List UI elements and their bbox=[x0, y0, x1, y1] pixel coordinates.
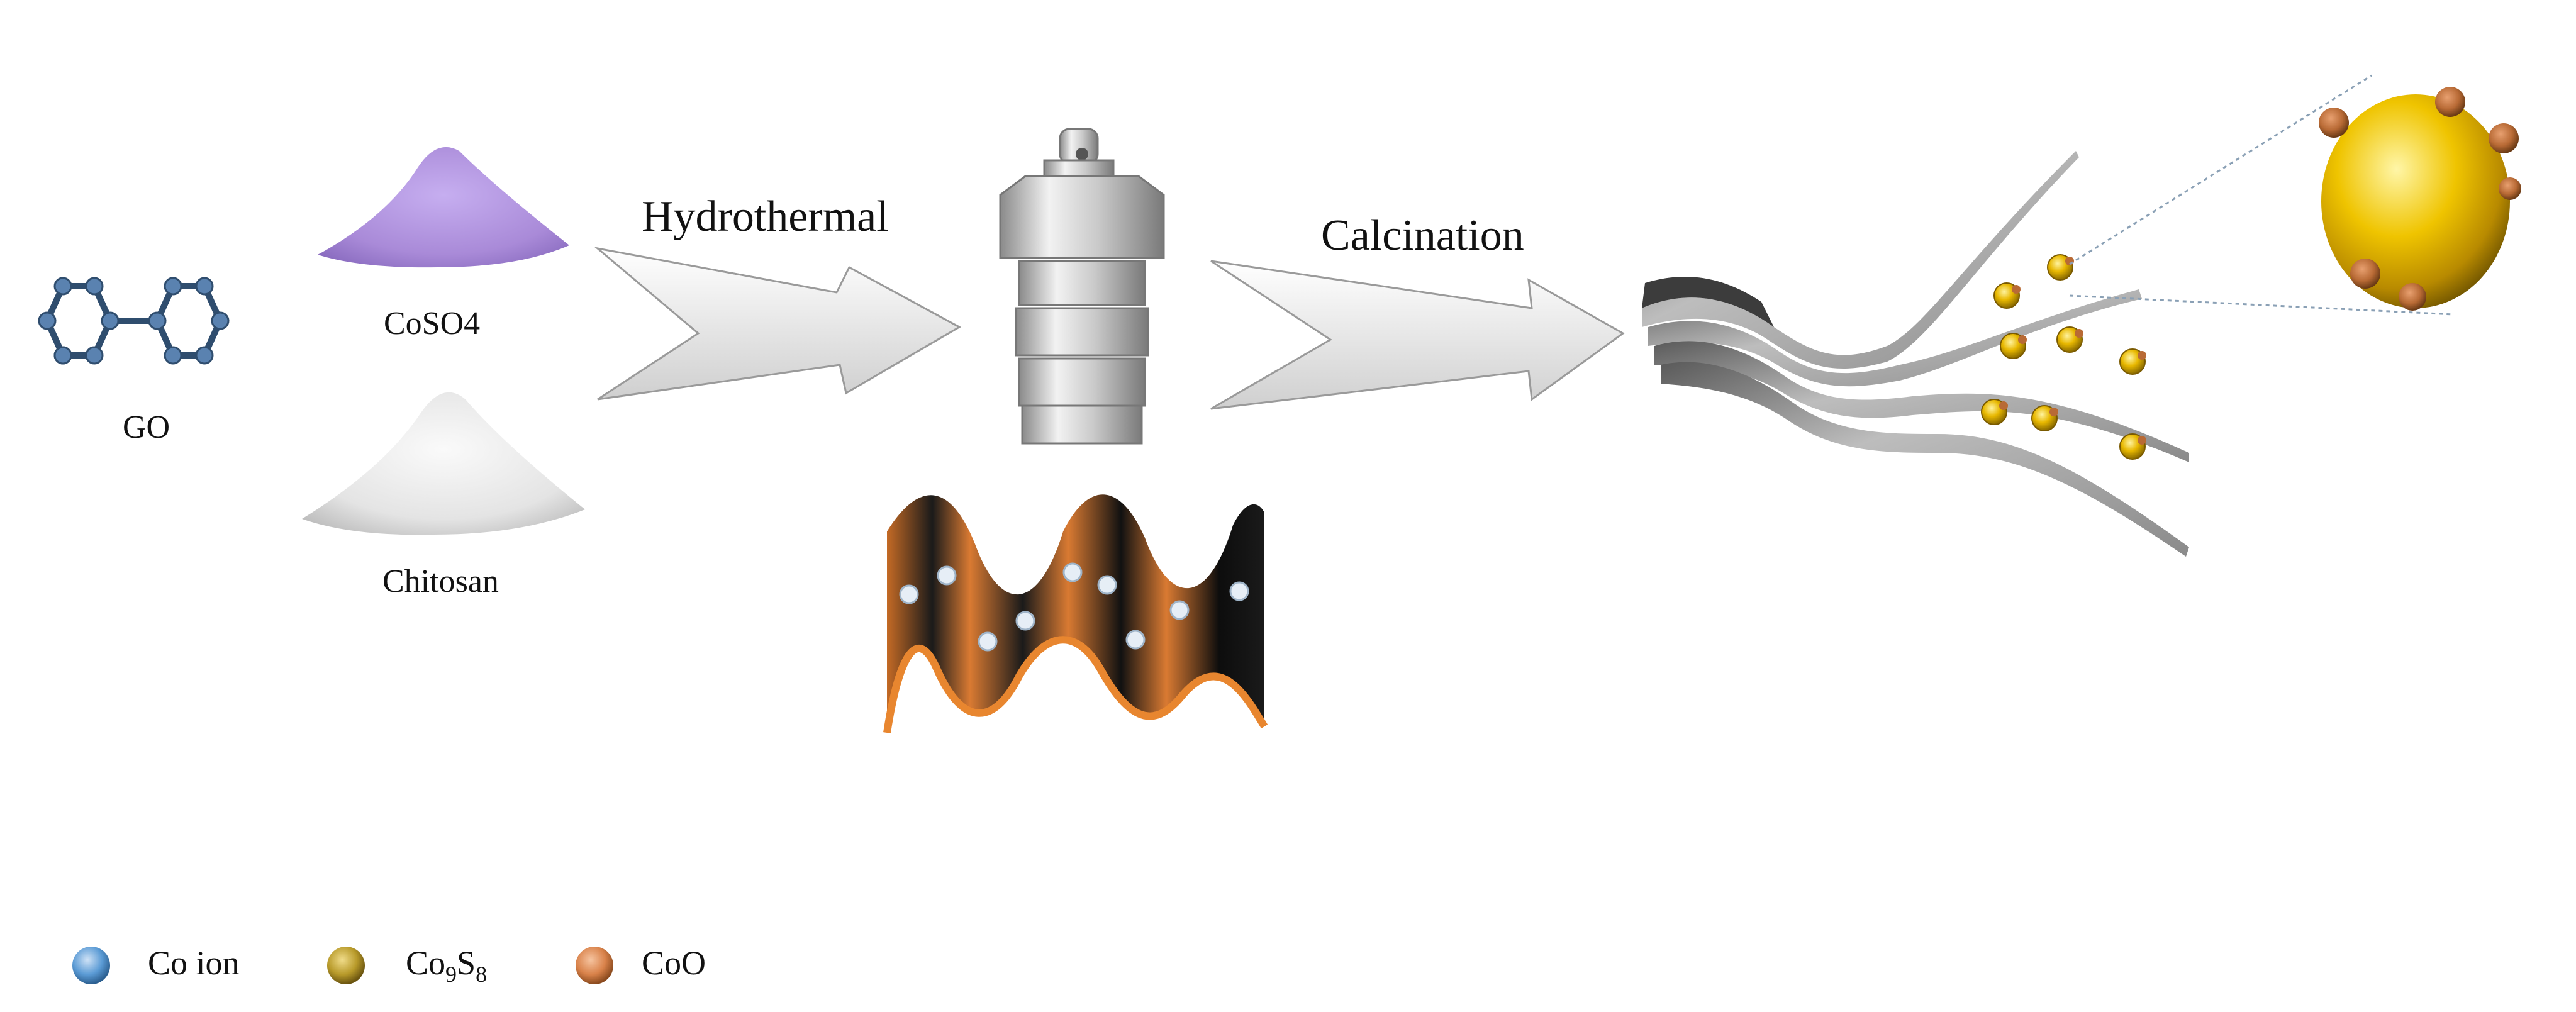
coo-legend-label: CoO bbox=[642, 944, 706, 982]
graphene-oxide-icon bbox=[38, 277, 230, 365]
co9s8-part-s: S bbox=[457, 944, 476, 982]
co-ion-legend-icon bbox=[72, 947, 110, 984]
coo-legend-icon bbox=[576, 947, 613, 984]
coso4-label: CoSO4 bbox=[384, 306, 481, 342]
co9s8-sub-8: 8 bbox=[476, 961, 488, 987]
wavy-sheet-icon bbox=[883, 494, 1268, 733]
layered-sheets-icon bbox=[1642, 74, 2454, 557]
calcination-label: Calcination bbox=[1321, 211, 1524, 260]
hydrothermal-label: Hydrothermal bbox=[642, 192, 889, 241]
nanoparticle-icon bbox=[2319, 87, 2521, 311]
co9s8-legend-label: Co9S8 bbox=[406, 943, 487, 986]
go-label: GO bbox=[123, 409, 170, 445]
chitosan-label: Chitosan bbox=[382, 564, 499, 599]
co9s8-part-co: Co bbox=[406, 944, 446, 982]
autoclave-icon bbox=[999, 128, 1165, 445]
co9s8-legend-icon bbox=[327, 947, 365, 984]
chitosan-powder-icon bbox=[302, 392, 585, 535]
calcination-arrow-icon bbox=[1210, 260, 1625, 410]
coso4-powder-icon bbox=[318, 147, 569, 268]
co9s8-sub-9: 9 bbox=[445, 961, 457, 987]
hydrothermal-arrow-icon bbox=[594, 247, 962, 401]
co-ion-legend-label: Co ion bbox=[148, 944, 240, 982]
